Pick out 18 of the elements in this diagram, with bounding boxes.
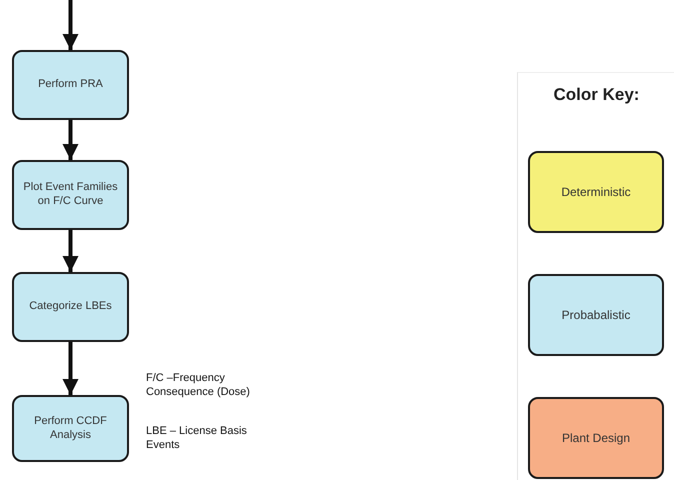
process-box xyxy=(12,50,129,120)
box-label: Plot Event Families on F/C Curve xyxy=(22,181,119,209)
box-label: Categorize LBEs xyxy=(29,300,112,314)
legend-title: Color Key: xyxy=(552,85,640,105)
note: F/C –Frequency Consequence (Dose) xyxy=(146,372,251,400)
legend-text: Plant Design xyxy=(562,431,630,445)
box-label: Perform PRA xyxy=(38,78,103,92)
process-box xyxy=(12,395,129,462)
process-box xyxy=(12,160,129,230)
box-label: Perform CCDF Analysis xyxy=(33,414,108,442)
process-box xyxy=(12,272,129,342)
arrow xyxy=(62,342,78,395)
arrow xyxy=(62,120,78,160)
legend-text: Deterministic xyxy=(561,185,631,199)
legend-text: Probabalistic xyxy=(562,308,630,322)
arrow xyxy=(62,230,78,272)
arrow xyxy=(62,0,78,50)
note: LBE – License Basis Events xyxy=(146,425,248,452)
